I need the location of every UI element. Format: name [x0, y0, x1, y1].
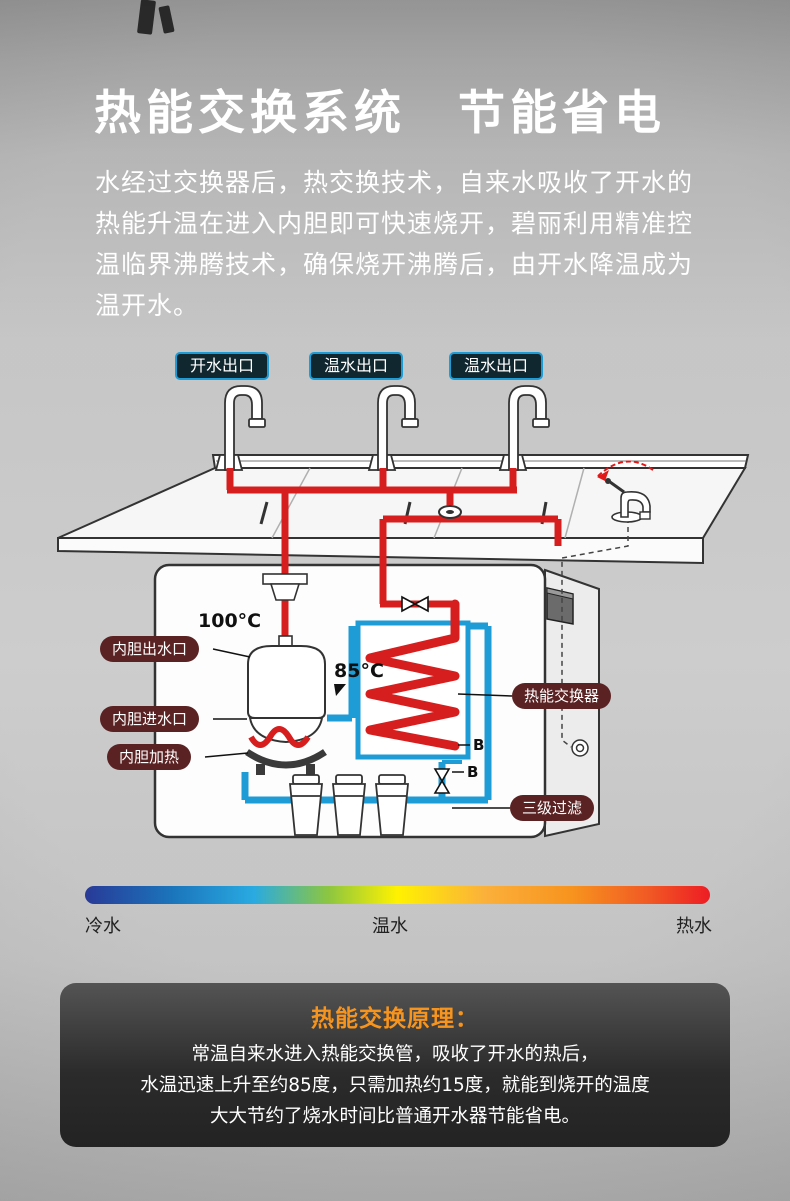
- label-tank-heater: 内胆加热: [107, 744, 192, 770]
- temp-boiling: 100°C: [198, 610, 262, 632]
- connection-mark-b2: B: [467, 763, 479, 781]
- junction-box: [546, 587, 574, 625]
- label-warm-outlet-2: 温水出口: [449, 352, 544, 380]
- scale-label-warm: 温水: [372, 916, 408, 937]
- temperature-scale-bar: [85, 886, 710, 904]
- label-tank-inlet: 内胆进水口: [100, 706, 200, 732]
- label-filter: 三级过滤: [510, 795, 595, 821]
- filters: [289, 774, 409, 836]
- faucet-warm-2: [498, 385, 550, 471]
- external-faucet: [596, 460, 654, 523]
- faucet-warm-1: [367, 385, 419, 471]
- label-heat-exchanger: 热能交换器: [512, 683, 612, 709]
- valve-icons: [401, 595, 451, 794]
- principle-line-3: 大大节约了烧水时间比普通开水器节能省电。: [209, 1106, 580, 1127]
- label-boiling-outlet: 开水出口: [175, 352, 270, 380]
- principle-title: 热能交换原理：: [311, 1006, 479, 1032]
- connection-marks: [452, 744, 470, 773]
- principle-box: 热能交换原理： 常温自来水进入热能交换管，吸收了开水的热后， 水温迅速上升至约8…: [60, 983, 730, 1147]
- drain-line: [561, 518, 629, 757]
- label-warm-outlet-1: 温水出口: [309, 352, 404, 380]
- principle-line-2: 水温迅速上升至约85度，只需加热约15度，就能到烧开的温度: [140, 1075, 650, 1096]
- principle-line-1: 常温自来水进入热能交换管，吸收了开水的热后，: [191, 1044, 599, 1065]
- heat-exchanger: [355, 599, 471, 760]
- principle-text: 常温自来水进入热能交换管，吸收了开水的热后， 水温迅速上升至约85度，只需加热约…: [60, 1039, 730, 1132]
- temp-pointer: [334, 684, 346, 696]
- intro-text: 水经过交换器后，热交换技术，自来水吸收了开水的热能升温在进入内胆即可快速烧开，碧…: [95, 168, 694, 320]
- pipe-bracket: [262, 573, 308, 601]
- label-pointers: [204, 648, 513, 809]
- tank-heater-coil: [248, 726, 311, 748]
- counter-drain: [438, 505, 462, 519]
- scale-label-cold: 冷水: [85, 916, 121, 937]
- connection-mark-b1: B: [473, 736, 485, 754]
- label-tank-outlet: 内胆出水口: [100, 636, 200, 662]
- page-title: 热能交换系统 节能省电: [94, 86, 666, 141]
- temp-preheated: 85°C: [334, 660, 384, 682]
- scale-label-hot: 热水: [676, 916, 712, 937]
